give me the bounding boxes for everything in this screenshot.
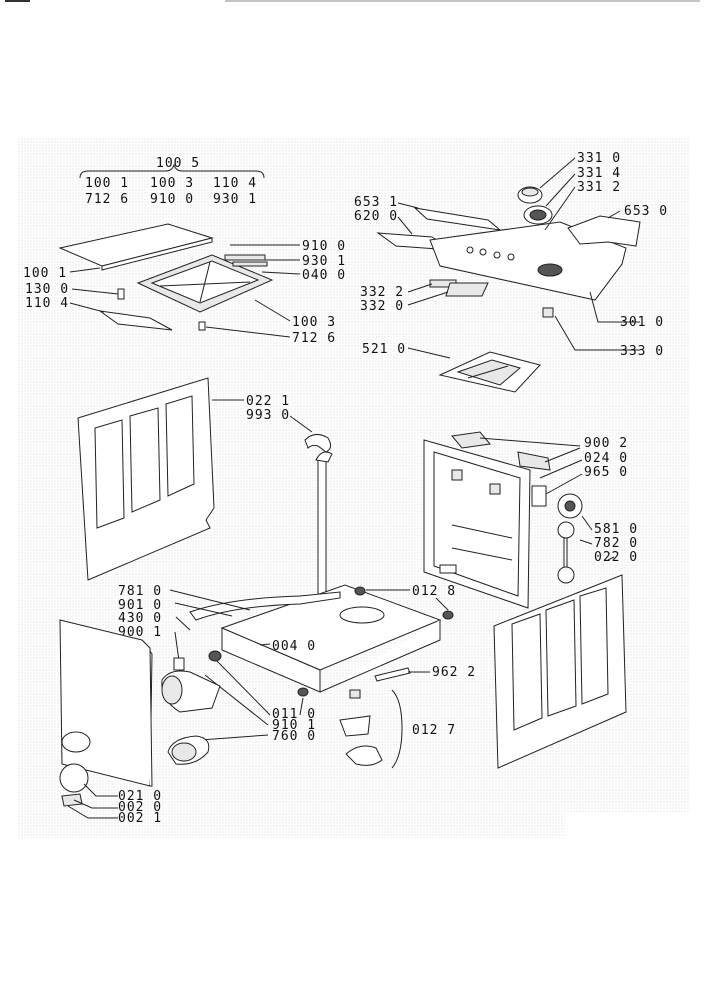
callout-653-1: 653 1 [354, 195, 398, 210]
callout-331-4: 331 4 [577, 166, 621, 181]
callout-100-1: 100 1 [23, 266, 67, 281]
callout-781-0: 781 0 [118, 584, 162, 599]
lid-assembly [58, 223, 274, 331]
leaders-top-left [69, 244, 301, 338]
left-side-panel [77, 377, 215, 581]
right-side-panel [493, 574, 627, 769]
top-group-legend: 100 5 100 1 100 3 110 4 712 6 910 0 930 … [79, 156, 265, 207]
front-panel [59, 619, 153, 807]
base-frame [189, 584, 454, 697]
callout-910-1: 910 1 [272, 718, 316, 733]
callout-301-0: 301 0 [620, 315, 664, 330]
scan-blank-strip [565, 812, 690, 838]
callout-002-1: 002 1 [118, 811, 162, 826]
callout-333-0: 333 0 [620, 344, 664, 359]
callout-004-0: 004 0 [272, 639, 316, 654]
callout-100-3: 100 3 [292, 315, 336, 330]
callout-130-0: 130 0 [25, 282, 69, 297]
callout-965-0: 965 0 [584, 465, 628, 480]
rear-frame [423, 431, 551, 609]
callout-901-0: 901 0 [118, 598, 162, 613]
callout-430-0: 430 0 [118, 611, 162, 626]
group-row2-item: 930 1 [213, 192, 257, 207]
callout-521-0: 521 0 [362, 342, 406, 357]
callout-110-4: 110 4 [25, 296, 69, 311]
leaders-rear [479, 437, 615, 561]
callout-024-0: 024 0 [584, 451, 628, 466]
callout-581-0: 581 0 [594, 522, 638, 537]
group-row1-item: 100 1 [85, 176, 129, 191]
callout-012-8: 012 8 [412, 584, 456, 599]
callout-900-1: 900 1 [118, 625, 162, 640]
leader [289, 415, 313, 433]
group-row1-item: 100 3 [150, 176, 194, 191]
callout-930-1: 930 1 [302, 254, 346, 269]
callout-331-2: 331 2 [577, 180, 621, 195]
callout-760-0: 760 0 [272, 729, 316, 744]
motor-parts [557, 493, 583, 584]
group-header: 100 5 [156, 156, 200, 171]
feet-set [339, 689, 403, 769]
callout-620-0: 620 0 [354, 209, 398, 224]
callout-653-0: 653 0 [624, 204, 668, 219]
group-row1-item: 110 4 [213, 176, 257, 191]
leaders-front [67, 783, 118, 819]
callout-993-0: 993 0 [246, 408, 290, 423]
group-row2-item: 712 6 [85, 192, 129, 207]
callout-002-0: 002 0 [118, 800, 162, 815]
callout-332-0: 332 0 [360, 299, 404, 314]
drain-hose [304, 434, 333, 601]
callout-021-0: 021 0 [118, 789, 162, 804]
callout-962-2: 962 2 [432, 665, 476, 680]
callout-712-6: 712 6 [292, 331, 336, 346]
callout-022-0: 022 0 [594, 550, 638, 565]
callout-022-1: 022 1 [246, 394, 290, 409]
callout-012-7: 012 7 [412, 723, 456, 738]
callout-011-0: 011 0 [272, 707, 316, 722]
electronic-module [438, 351, 541, 393]
callout-900-2: 900 2 [584, 436, 628, 451]
callout-910-0-top: 910 0 [302, 239, 346, 254]
callout-782-0: 782 0 [594, 536, 638, 551]
group-row2-item: 910 0 [150, 192, 194, 207]
control-panel-assembly [376, 186, 641, 318]
callout-040-0: 040 0 [302, 268, 346, 283]
leaders-top-right [397, 157, 640, 359]
callout-331-0: 331 0 [577, 151, 621, 166]
drain-pump [161, 650, 222, 765]
callout-332-2: 332 2 [360, 285, 404, 300]
